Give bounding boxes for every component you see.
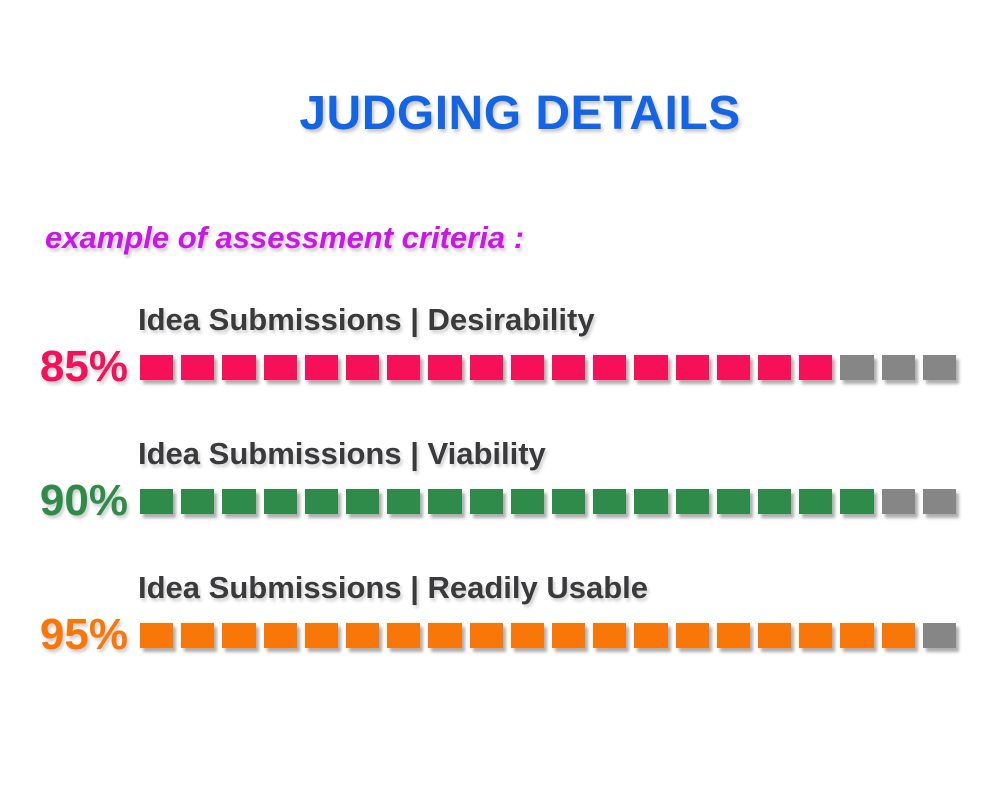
progress-segment-filled	[387, 622, 421, 648]
progress-segment-empty	[881, 354, 915, 380]
progress-segment-filled	[140, 488, 174, 514]
criteria-label: Idea Submissions | Readily Usable	[138, 570, 649, 605]
progress-segment-filled	[799, 622, 833, 648]
page-title: JUDGING DETAILS	[299, 87, 741, 140]
progress-segment-filled	[222, 488, 256, 514]
progress-segment-filled	[510, 622, 545, 648]
percent-value: 85%	[39, 342, 128, 392]
progress-segment-filled	[634, 354, 668, 380]
progress-segment-filled	[799, 354, 833, 380]
progress-segment-filled	[346, 354, 380, 380]
progress-segment-filled	[140, 354, 174, 380]
bar-line: 85%	[0, 345, 1000, 389]
progress-segment-filled	[881, 622, 915, 648]
progress-segment-filled	[675, 488, 709, 514]
progress-segment-filled	[263, 488, 297, 514]
progress-segment-filled	[181, 622, 215, 648]
criteria-row: Idea Submissions | Desirability 85%	[0, 301, 1000, 389]
progress-segment-filled	[758, 488, 792, 514]
progress-segment-filled	[716, 622, 751, 648]
progress-segment-filled	[758, 354, 792, 380]
progress-segment-empty	[922, 488, 957, 514]
progress-segment-empty	[922, 354, 957, 380]
progress-segment-filled	[675, 622, 709, 648]
progress-segment-filled	[181, 354, 215, 380]
progress-bar	[140, 354, 957, 380]
progress-segment-filled	[593, 488, 627, 514]
progress-bar	[140, 622, 957, 648]
progress-segment-empty	[922, 622, 957, 648]
progress-segment-filled	[346, 488, 380, 514]
progress-segment-filled	[428, 354, 462, 380]
progress-segment-filled	[304, 488, 339, 514]
progress-segment-filled	[716, 488, 751, 514]
progress-segment-filled	[799, 488, 833, 514]
percent-value: 95%	[39, 610, 128, 660]
progress-bar	[140, 488, 957, 514]
progress-segment-filled	[552, 622, 586, 648]
progress-segment-filled	[840, 488, 874, 514]
progress-segment-empty	[840, 354, 874, 380]
subtitle: example of assessment criteria :	[45, 220, 525, 255]
progress-segment-filled	[634, 488, 668, 514]
progress-segment-filled	[840, 622, 874, 648]
progress-segment-filled	[222, 354, 256, 380]
progress-segment-filled	[716, 354, 751, 380]
progress-segment-filled	[387, 488, 421, 514]
progress-segment-filled	[510, 354, 545, 380]
progress-segment-empty	[881, 488, 915, 514]
progress-segment-filled	[593, 622, 627, 648]
progress-segment-filled	[222, 622, 256, 648]
progress-segment-filled	[469, 488, 503, 514]
percent-value: 90%	[39, 476, 128, 526]
progress-segment-filled	[181, 488, 215, 514]
progress-segment-filled	[552, 354, 586, 380]
progress-segment-filled	[140, 622, 174, 648]
progress-segment-filled	[469, 622, 503, 648]
progress-segment-filled	[758, 622, 792, 648]
progress-segment-filled	[675, 354, 709, 380]
progress-segment-filled	[469, 354, 503, 380]
progress-segment-filled	[428, 622, 462, 648]
bar-line: 95%	[0, 613, 1000, 657]
criteria-row: Idea Submissions | Viability 90%	[0, 435, 1000, 523]
progress-segment-filled	[263, 622, 297, 648]
criteria-row: Idea Submissions | Readily Usable 95%	[0, 569, 1000, 657]
criteria-label: Idea Submissions | Desirability	[138, 302, 595, 337]
criteria-label: Idea Submissions | Viability	[138, 436, 546, 471]
progress-segment-filled	[346, 622, 380, 648]
progress-segment-filled	[552, 488, 586, 514]
progress-segment-filled	[510, 488, 545, 514]
progress-segment-filled	[387, 354, 421, 380]
progress-segment-filled	[428, 488, 462, 514]
progress-segment-filled	[304, 622, 339, 648]
progress-segment-filled	[634, 622, 668, 648]
progress-segment-filled	[593, 354, 627, 380]
progress-segment-filled	[263, 354, 297, 380]
bar-line: 90%	[0, 479, 1000, 523]
progress-segment-filled	[304, 354, 339, 380]
